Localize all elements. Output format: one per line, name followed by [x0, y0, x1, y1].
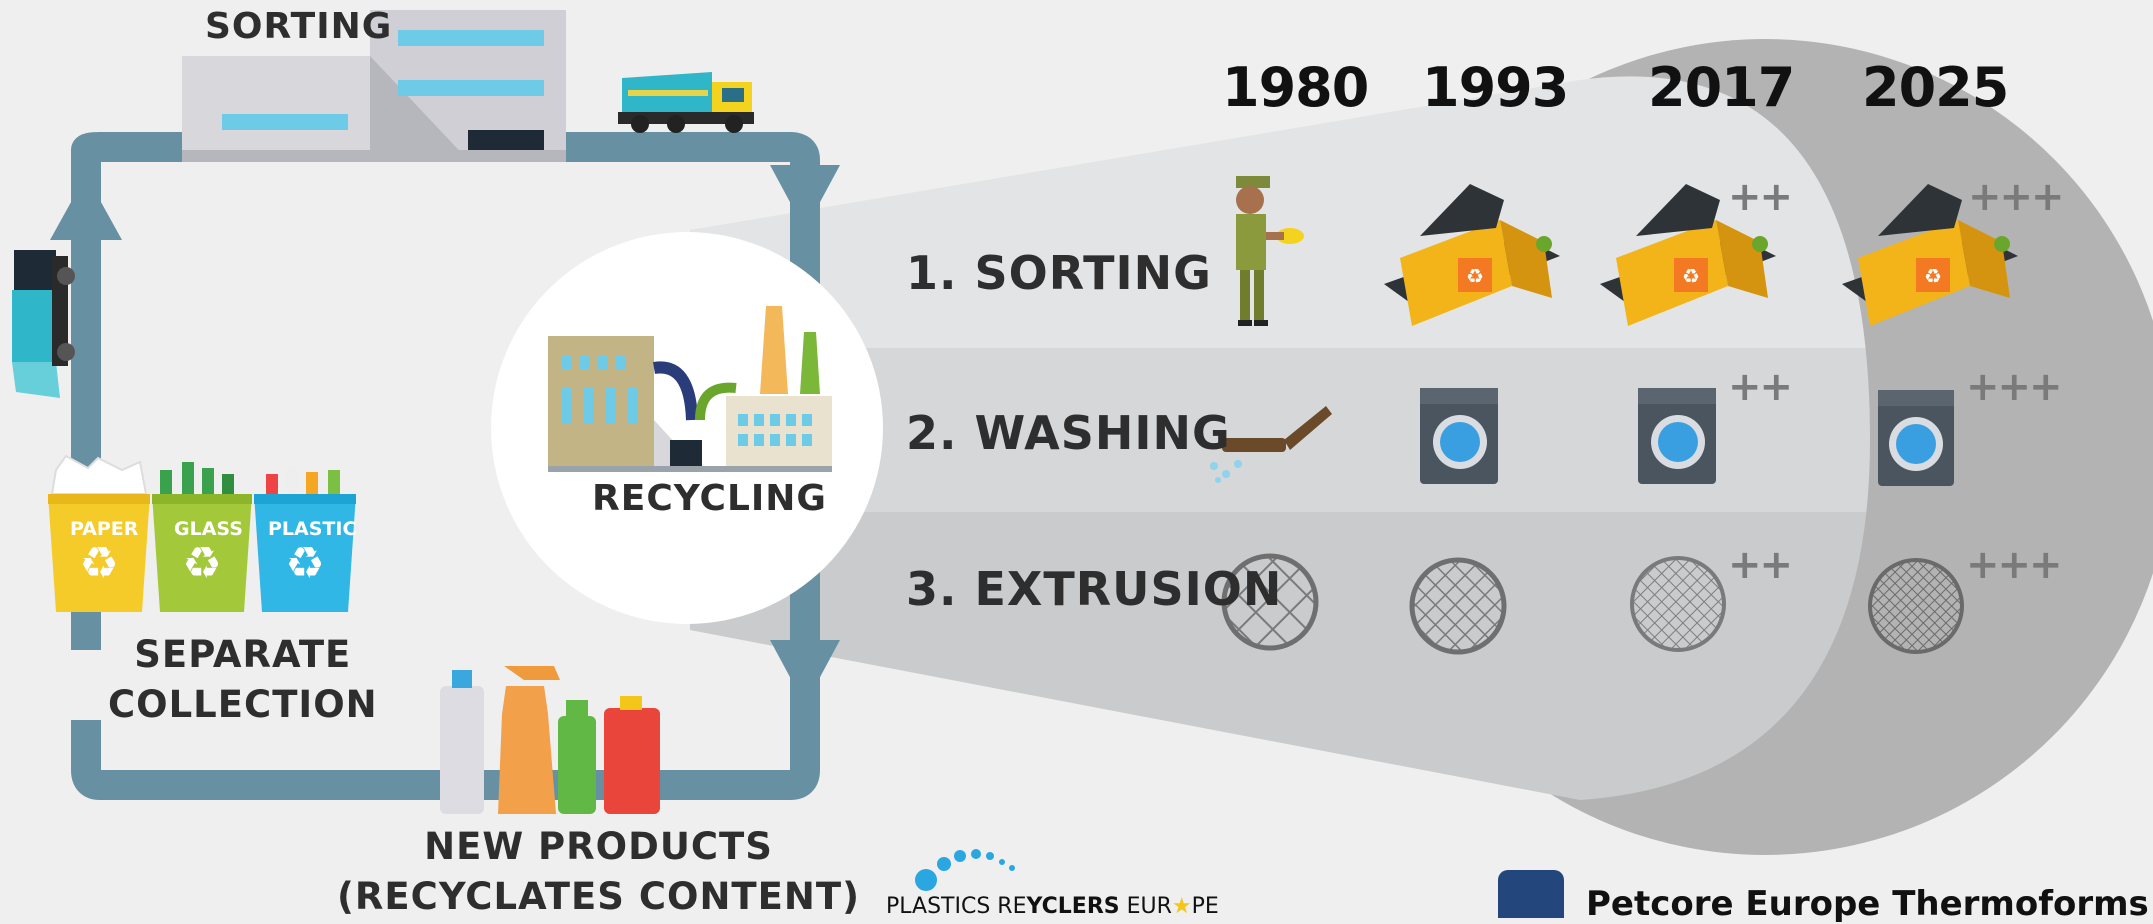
svg-text:♻: ♻ [1466, 264, 1484, 288]
new-products-label: NEW PRODUCTS (RECYCLATES CONTENT) [337, 822, 860, 922]
glass-bin-label: GLASS [174, 518, 243, 540]
logo-text-right: EUR [1126, 894, 1172, 919]
recycling-factory-icon [548, 306, 832, 472]
extrusion-screen-2017-icon [1630, 556, 1726, 652]
logo-text-mid: YCLERS [1026, 894, 1120, 919]
plastics-recyclers-europe-logo-icon [915, 849, 1015, 891]
sorting-building-icon [182, 10, 566, 162]
recycling-circle [491, 232, 883, 624]
paper-bin-label: PAPER [70, 518, 139, 540]
logo-text-left: PLASTICS RE [886, 894, 1027, 919]
year-2025: 2025 [1862, 56, 2009, 119]
recycling-bins: ♻ ♻ ♻ [48, 454, 356, 612]
sorting-2025-improvement: +++ [1968, 174, 2065, 220]
manual-sorting-worker-icon [1236, 176, 1304, 326]
new-products-icon [440, 666, 660, 814]
paper-bin-icon: ♻ [48, 454, 150, 612]
extrusion-screen-2025-icon [1868, 558, 1964, 654]
washing-machine-2017-icon [1638, 388, 1716, 484]
new-products-line2: (RECYCLATES CONTENT) [337, 875, 861, 918]
extrusion-2017-improvement: ++ [1728, 542, 1793, 588]
petcore-brand-text: Petcore Europe Thermoforms W [1586, 884, 2153, 924]
manual-washing-brush-icon [1210, 406, 1332, 483]
plastics-recyclers-europe-logo: PLASTICS REYCLERS EUR★PE [886, 894, 1219, 919]
sorting-label: SORTING [205, 6, 393, 47]
year-1993: 1993 [1422, 56, 1569, 119]
sorting-machine-2025-icon: ♻ [1842, 184, 2018, 326]
washing-2017-improvement: ++ [1728, 364, 1793, 410]
stage-washing-label: 2. WASHING [906, 406, 1231, 460]
garbage-truck-icon [12, 250, 75, 398]
svg-text:♻: ♻ [182, 538, 221, 589]
glass-bin-icon: ♻ [152, 462, 252, 612]
svg-text:♻: ♻ [79, 538, 118, 589]
dump-truck-icon [618, 72, 754, 133]
year-2017: 2017 [1648, 56, 1795, 119]
svg-text:♻: ♻ [1924, 264, 1942, 288]
sorting-machine-1993-icon: ♻ [1384, 184, 1560, 326]
plastic-bin-label: PLASTIC [268, 518, 357, 540]
separate-collection-line2: COLLECTION [108, 683, 378, 726]
cycle-arrowheads [50, 165, 840, 705]
star-icon: ★ [1171, 894, 1192, 919]
washing-machine-2025-icon [1878, 390, 1954, 486]
extrusion-screen-1993-icon [1409, 557, 1507, 655]
sorting-machine-2017-icon: ♻ [1600, 184, 1776, 326]
extrusion-screen-1980-icon [1221, 553, 1319, 651]
stage-extrusion-label: 3. EXTRUSION [906, 562, 1283, 616]
washing-machine-1993-icon [1420, 388, 1498, 484]
new-products-line1: NEW PRODUCTS [424, 825, 773, 868]
petcore-logo-square [1498, 870, 1564, 918]
logo-text-end: PE [1191, 894, 1219, 919]
year-1980: 1980 [1222, 56, 1369, 119]
sorting-2017-improvement: ++ [1728, 174, 1793, 220]
plastic-bin-icon: ♻ [254, 466, 356, 612]
separate-collection-label: SEPARATE COLLECTION [108, 630, 378, 730]
separate-collection-line1: SEPARATE [134, 633, 352, 676]
extrusion-2025-improvement: +++ [1966, 542, 2063, 588]
svg-text:♻: ♻ [1682, 264, 1700, 288]
recycling-label: RECYCLING [592, 478, 827, 519]
washing-2025-improvement: +++ [1966, 364, 2063, 410]
stage-sorting-label: 1. SORTING [906, 246, 1212, 300]
svg-text:♻: ♻ [285, 538, 324, 589]
